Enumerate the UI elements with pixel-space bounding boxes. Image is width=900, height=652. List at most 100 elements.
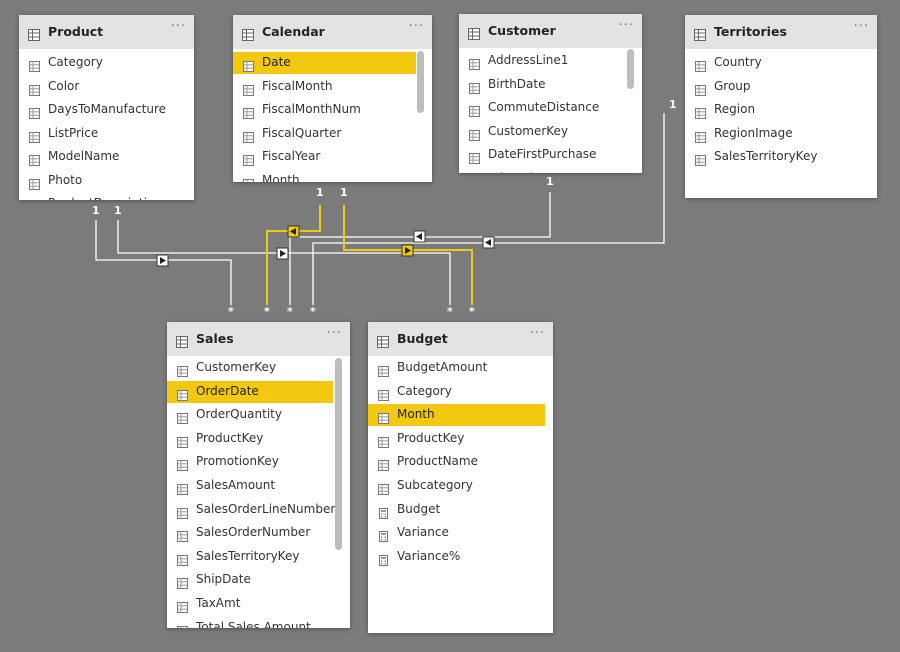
- field-row[interactable]: FiscalYear: [233, 146, 432, 168]
- scrollbar-thumb[interactable]: [417, 51, 424, 113]
- column-icon: [469, 79, 480, 98]
- cardinality-many: *: [228, 305, 234, 318]
- field-row[interactable]: Budget: [368, 499, 553, 521]
- field-row[interactable]: Category: [368, 381, 553, 403]
- more-options-icon[interactable]: ···: [618, 18, 634, 33]
- field-name: AddressLine1: [488, 53, 569, 67]
- field-name: PromotionKey: [196, 454, 279, 469]
- table-title: Sales: [196, 331, 234, 346]
- field-name: FiscalQuarter: [262, 125, 342, 140]
- field-row[interactable]: TaxAmt: [167, 593, 350, 615]
- column-icon: [29, 198, 40, 200]
- field-row[interactable]: Color: [19, 76, 194, 98]
- field-row[interactable]: RegionImage: [685, 123, 877, 145]
- field-row[interactable]: DaysToManufacture: [19, 99, 194, 121]
- column-icon: [469, 102, 480, 121]
- field-row[interactable]: Month: [233, 170, 432, 182]
- field-name: DaysToManufacture: [48, 102, 167, 116]
- calculator-icon: [378, 551, 389, 570]
- cardinality-one: 1: [316, 186, 324, 199]
- field-row[interactable]: CustomerKey: [459, 121, 642, 143]
- field-row[interactable]: Group: [685, 76, 877, 98]
- table-header[interactable]: Calendar···: [233, 15, 432, 49]
- more-options-icon[interactable]: ···: [170, 19, 186, 34]
- more-options-icon[interactable]: ···: [529, 326, 545, 341]
- field-row[interactable]: ListPrice: [19, 123, 194, 145]
- more-options-icon[interactable]: ···: [853, 19, 869, 34]
- table-header[interactable]: Budget···: [368, 322, 553, 356]
- calculator-icon: [378, 527, 389, 546]
- field-row[interactable]: ShipDate: [167, 569, 350, 591]
- field-name: Date: [262, 55, 291, 69]
- scrollbar-thumb[interactable]: [627, 49, 634, 89]
- field-row[interactable]: PromotionKey: [167, 451, 350, 473]
- field-row[interactable]: BirthDate: [459, 74, 642, 96]
- field-row[interactable]: SalesTerritoryKey: [685, 146, 877, 168]
- column-icon: [29, 104, 40, 123]
- column-icon: [695, 128, 706, 147]
- field-row[interactable]: Variance: [368, 522, 553, 544]
- column-icon: [177, 504, 188, 523]
- field-row[interactable]: OrderQuantity: [167, 404, 350, 426]
- field-row[interactable]: SalesOrderLineNumber: [167, 499, 350, 521]
- field-row[interactable]: FiscalQuarter: [233, 123, 432, 145]
- field-row[interactable]: Total Sales Amount: [167, 617, 350, 628]
- field-row[interactable]: Region: [685, 99, 877, 121]
- field-row[interactable]: Variance%: [368, 546, 553, 568]
- column-icon: [243, 104, 254, 123]
- field-row[interactable]: ProductDescription: [19, 193, 194, 200]
- table-header[interactable]: Territories ···: [685, 15, 877, 49]
- field-name: Month: [397, 407, 435, 422]
- field-row[interactable]: FiscalMonthNum: [233, 99, 432, 121]
- field-row[interactable]: ModelName: [19, 146, 194, 168]
- field-row[interactable]: Date: [233, 52, 416, 74]
- field-row[interactable]: Month: [368, 404, 545, 427]
- field-row[interactable]: Country: [685, 52, 877, 74]
- column-icon: [177, 386, 188, 405]
- field-row[interactable]: ProductKey: [167, 428, 350, 450]
- field-row[interactable]: CommuteDistance: [459, 97, 642, 119]
- field-row[interactable]: Subcategory: [368, 475, 553, 497]
- table-header[interactable]: Customer···: [459, 14, 642, 48]
- table-header[interactable]: Sales ···: [167, 322, 350, 356]
- field-row[interactable]: SalesTerritoryKey: [167, 546, 350, 568]
- field-row[interactable]: CustomerKey: [167, 357, 350, 379]
- scrollbar-thumb[interactable]: [335, 358, 342, 550]
- field-name: Color: [48, 78, 80, 93]
- cardinality-many: *: [447, 305, 453, 318]
- table-title: Territories: [714, 24, 787, 39]
- field-row[interactable]: BudgetAmount: [368, 357, 553, 379]
- column-icon: [177, 456, 188, 475]
- field-row[interactable]: AddressLine1: [459, 50, 642, 72]
- field-row[interactable]: Education: [459, 168, 642, 174]
- column-icon: [177, 362, 188, 381]
- field-row[interactable]: ProductKey: [368, 428, 553, 450]
- table-header[interactable]: Product···: [19, 15, 194, 49]
- field-row[interactable]: FiscalMonth: [233, 76, 432, 98]
- column-icon: [378, 386, 389, 405]
- field-row[interactable]: SalesOrderNumber: [167, 522, 350, 544]
- field-row[interactable]: Category: [19, 52, 194, 74]
- field-row[interactable]: OrderDate: [167, 380, 333, 405]
- field-row[interactable]: Photo: [19, 170, 194, 192]
- column-icon: [177, 480, 188, 499]
- more-options-icon[interactable]: ···: [326, 326, 342, 341]
- field-row[interactable]: ProductName: [368, 451, 553, 473]
- field-row[interactable]: DateFirstPurchase: [459, 144, 642, 166]
- field-row[interactable]: SalesAmount: [167, 475, 350, 497]
- more-options-icon[interactable]: ···: [408, 19, 424, 34]
- cardinality-one: 1: [340, 186, 348, 199]
